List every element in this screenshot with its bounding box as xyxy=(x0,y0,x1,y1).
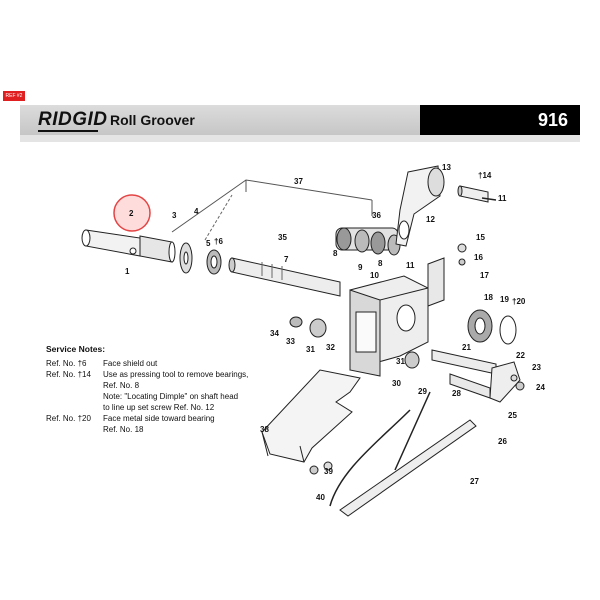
header-rule xyxy=(20,135,580,142)
part-pin-28 xyxy=(449,373,491,399)
note-text: Use as pressing tool to remove bearings,… xyxy=(103,369,286,413)
callout-38: 38 xyxy=(260,425,269,434)
callout-26: 26 xyxy=(498,437,507,446)
callout-24: 24 xyxy=(536,383,545,392)
note-line: Note: "Locating Dimple" on shaft head xyxy=(103,392,239,401)
note-ref: Ref. No. †14 xyxy=(46,370,91,379)
part-bracket xyxy=(427,257,445,307)
highlight-circle[interactable] xyxy=(113,194,151,232)
note-row: Ref. No. †14 Use as pressing tool to rem… xyxy=(46,369,286,413)
callout-6: †6 xyxy=(214,237,223,246)
callout-2[interactable]: 2 xyxy=(129,209,134,218)
part-link xyxy=(489,361,521,403)
callout-10: 10 xyxy=(370,271,379,280)
callout-29: 29 xyxy=(418,387,427,396)
callout-3: 3 xyxy=(172,211,177,220)
brand-logo: RIDGID xyxy=(38,109,108,130)
part-setscrew-1 xyxy=(129,247,137,255)
callout-36: 36 xyxy=(372,211,381,220)
part-bolt-15 xyxy=(457,243,467,253)
part-bolt-40 xyxy=(323,461,333,471)
part-bearing-6 xyxy=(206,249,222,275)
note-line: Face metal side toward bearing xyxy=(103,414,215,423)
part-washer-23 xyxy=(510,374,518,382)
service-notes-heading: Service Notes: xyxy=(46,344,106,354)
callout-34: 34 xyxy=(270,329,279,338)
part-shaft-21 xyxy=(431,349,497,375)
callout-9: 9 xyxy=(358,263,363,272)
model-number: 916 xyxy=(537,110,568,130)
callout-4: 4 xyxy=(194,207,199,216)
callout-23: 23 xyxy=(532,363,541,372)
callout-7: 7 xyxy=(284,255,289,264)
part-plate xyxy=(261,369,361,463)
service-notes: Service Notes: Ref. No. †6 Face shield o… xyxy=(46,344,286,435)
logo-underline xyxy=(38,130,98,132)
callout-8a: 8 xyxy=(333,249,338,258)
callout-14: †14 xyxy=(478,171,492,180)
part-housing-body xyxy=(349,275,429,377)
callout-39: 39 xyxy=(324,467,333,476)
note-line: to line up set screw Ref. No. 12 xyxy=(103,403,215,412)
note-row: Ref. No. †6 Face shield out xyxy=(46,358,286,369)
header-title-panel: RIDGID Roll Groover xyxy=(20,105,420,135)
note-ref: Ref. No. †20 xyxy=(46,414,91,423)
part-pin-14 xyxy=(457,185,489,203)
note-ref: Ref. No. †6 xyxy=(46,359,87,368)
callout-27: 27 xyxy=(470,477,479,486)
note-line: Face shield out xyxy=(103,359,158,368)
note-text: Face metal side toward bearing Ref. No. … xyxy=(103,413,286,435)
callout-5: 5 xyxy=(206,239,211,248)
callout-21: 21 xyxy=(462,343,471,352)
callout-22: 22 xyxy=(516,351,525,360)
callout-18: 18 xyxy=(484,293,493,302)
callout-11a: 11 xyxy=(406,261,415,270)
note-line: Ref. No. 8 xyxy=(103,381,140,390)
product-title: Roll Groover xyxy=(110,112,195,128)
part-nut-34 xyxy=(289,316,303,328)
callout-37: 37 xyxy=(294,177,303,186)
callout-40: 40 xyxy=(316,493,325,502)
ref-tag: REF #2 xyxy=(3,91,25,101)
header-bar: RIDGID Roll Groover 916 xyxy=(20,105,580,135)
callout-20: †20 xyxy=(512,297,526,306)
callout-11b: 11 xyxy=(498,194,507,203)
note-text: Face shield out xyxy=(103,358,286,369)
callout-16: 16 xyxy=(474,253,483,262)
callout-25: 25 xyxy=(508,411,517,420)
model-panel: 916 xyxy=(420,105,580,135)
callout-labels: 2 1 3 4 5 †6 7 8 8 9 10 11 11 12 13 †14 … xyxy=(125,163,545,502)
part-roller-31b xyxy=(404,351,420,369)
callout-8b: 8 xyxy=(378,259,383,268)
part-roller-31 xyxy=(309,318,327,338)
part-bearing-19 xyxy=(467,309,517,345)
callout-28: 28 xyxy=(452,389,461,398)
callout-1: 1 xyxy=(125,267,130,276)
callout-19: 19 xyxy=(500,295,509,304)
part-lever-arm xyxy=(395,165,445,247)
part-shaft xyxy=(81,229,176,263)
note-line: Use as pressing tool to remove bearings, xyxy=(103,370,249,379)
callout-31b: 31 xyxy=(396,357,405,366)
callout-13: 13 xyxy=(442,163,451,172)
callout-35: 35 xyxy=(278,233,287,242)
note-line: Ref. No. 18 xyxy=(103,425,144,434)
callout-30: 30 xyxy=(392,379,401,388)
callout-33: 33 xyxy=(286,337,295,346)
part-nut-24 xyxy=(515,381,525,391)
part-main-shaft xyxy=(228,257,341,297)
callout-32: 32 xyxy=(326,343,335,352)
part-nut-16 xyxy=(458,258,466,266)
part-bearing-assembly xyxy=(335,227,401,256)
part-handle xyxy=(329,391,477,517)
callout-17: 17 xyxy=(480,271,489,280)
callout-12: 12 xyxy=(426,215,435,224)
callout-31a: 31 xyxy=(306,345,315,354)
callout-15: 15 xyxy=(476,233,485,242)
part-washer-39 xyxy=(309,465,319,475)
note-row: Ref. No. †20 Face metal side toward bear… xyxy=(46,413,286,435)
